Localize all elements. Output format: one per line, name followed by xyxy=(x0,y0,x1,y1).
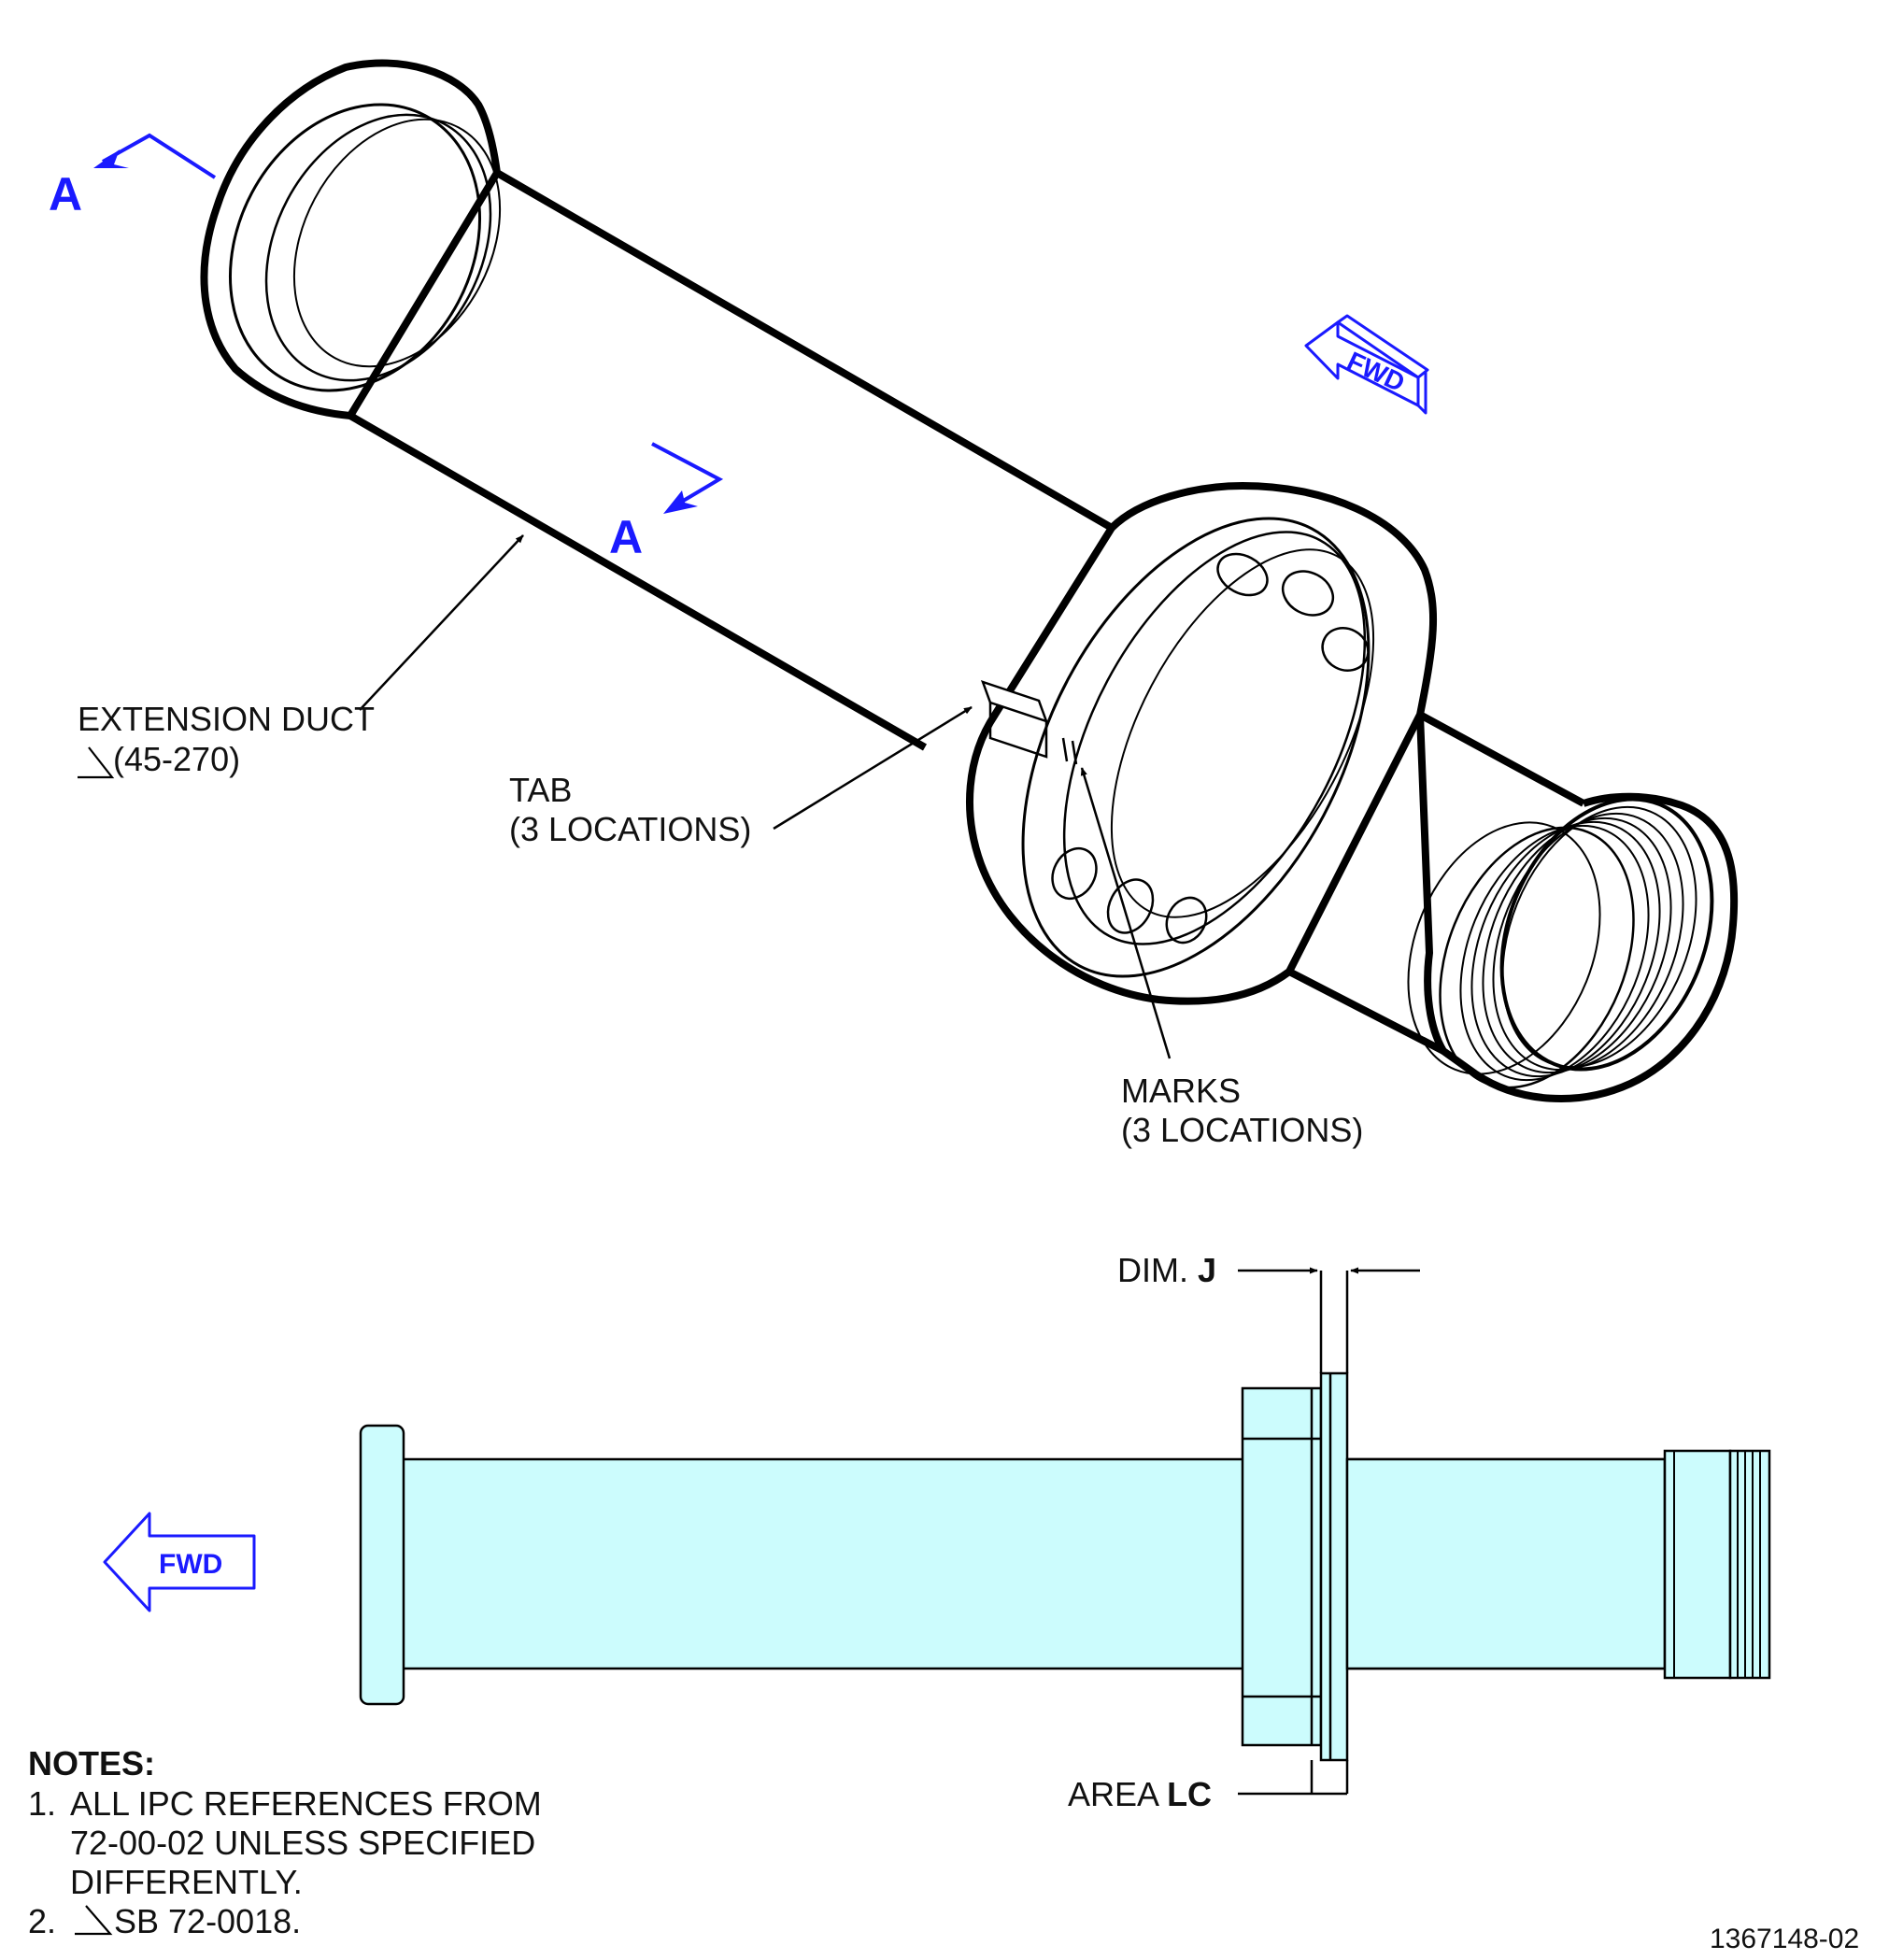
note-1-line-2: 72-00-02 UNLESS SPECIFIED xyxy=(70,1824,535,1862)
dim-j-letter: J xyxy=(1198,1251,1216,1289)
note-2-number: 2. xyxy=(28,1902,56,1940)
tab-label: TAB xyxy=(509,771,572,809)
note-flag-icon xyxy=(78,746,115,779)
tab-locations: (3 LOCATIONS) xyxy=(509,810,751,848)
note-flag-icon xyxy=(75,1905,113,1936)
extension-duct-ref: (45-270) xyxy=(78,740,240,779)
fwd-arrow-isometric: FWD xyxy=(1304,314,1429,415)
left-flange xyxy=(359,1424,405,1706)
rear-flange xyxy=(200,59,502,419)
area-lc-prefix: AREA xyxy=(1068,1775,1167,1813)
thread-section xyxy=(1728,1449,1771,1680)
threaded-end-collar xyxy=(1663,1449,1732,1680)
note-2-text: SB 72-0018. xyxy=(114,1902,301,1940)
section-marker-a-lower: A xyxy=(609,442,724,563)
area-lc-label: AREA LC xyxy=(1068,1775,1212,1813)
mount-flange-body xyxy=(1241,1386,1323,1747)
fwd-label-side: FWD xyxy=(159,1549,222,1580)
extension-duct-ref-text: (45-270) xyxy=(113,740,240,778)
tab-leader xyxy=(773,705,973,831)
dim-j-prefix: DIM. xyxy=(1117,1251,1198,1289)
leader-lines xyxy=(359,534,1172,1059)
side-view xyxy=(359,1267,1771,1796)
mount-flange-lip xyxy=(1319,1371,1349,1762)
extension-duct-leader xyxy=(359,534,524,711)
mount-flange xyxy=(966,482,1438,1005)
note-1-number: 1. xyxy=(28,1784,56,1823)
section-marker-a-upper: A xyxy=(49,133,217,220)
marks-locations: (3 LOCATIONS) xyxy=(1121,1111,1363,1149)
dim-j-label: DIM. J xyxy=(1117,1251,1216,1289)
note-1-line-3: DIFFERENTLY. xyxy=(70,1863,303,1901)
area-lc-letter: LC xyxy=(1167,1775,1212,1813)
section-letter-upper: A xyxy=(49,168,82,220)
notes-heading: NOTES: xyxy=(28,1744,155,1782)
section-letter-lower: A xyxy=(609,511,643,563)
thread-lines xyxy=(1673,1451,1761,1678)
duct-tube-aft xyxy=(1345,1457,1667,1670)
marks-leader xyxy=(1080,767,1172,1059)
marks-label: MARKS xyxy=(1121,1072,1241,1110)
figure-id: 1367148-02 xyxy=(1710,1924,1859,1954)
extension-duct-label: EXTENSION DUCT xyxy=(78,700,375,738)
notes-block: NOTES: 1. ALL IPC REFERENCES FROM 72-00-… xyxy=(28,1744,542,1940)
note-1-line-1: ALL IPC REFERENCES FROM xyxy=(70,1784,542,1823)
duct-body-outline xyxy=(348,169,1585,1055)
threaded-end xyxy=(1407,714,1739,1103)
isometric-view: A A FWD EXTENSION DUCT (45-270) TAB (3 L… xyxy=(49,59,1739,1149)
fwd-arrow-side: FWD xyxy=(103,1512,256,1612)
